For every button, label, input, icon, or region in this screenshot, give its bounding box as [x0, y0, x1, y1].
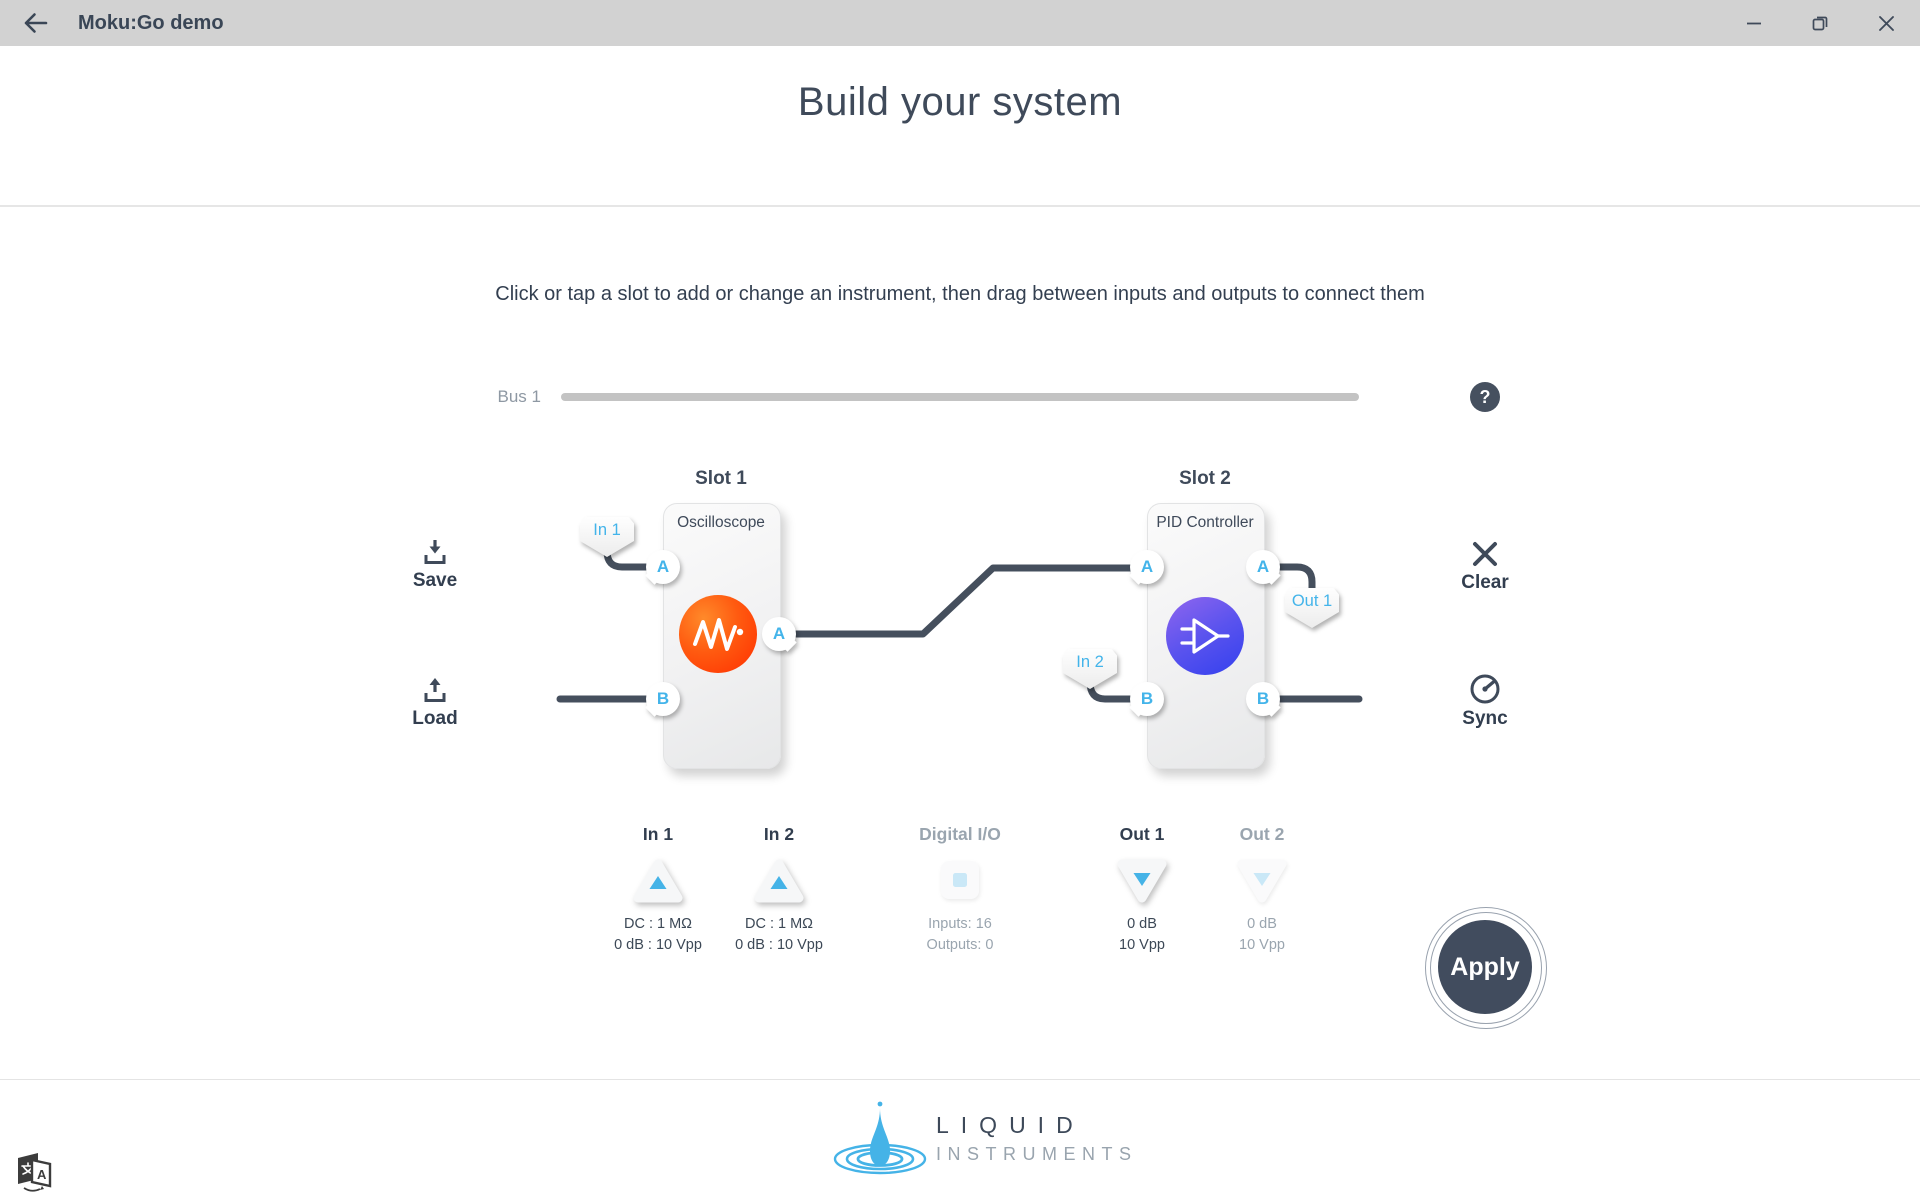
translate-icon: A [18, 1153, 52, 1192]
sync-button[interactable]: Sync [1420, 672, 1550, 730]
save-button[interactable]: Save [370, 536, 500, 592]
slot1-input-b-port[interactable]: B [646, 682, 680, 716]
apply-label: Apply [1450, 952, 1520, 981]
help-button[interactable]: ? [1470, 382, 1500, 412]
slot2-input-a-port[interactable]: A [1130, 550, 1164, 584]
out1-badge[interactable]: Out 1 [1285, 588, 1339, 628]
io-out2[interactable]: Out 2 0 dB 10 Vpp [1197, 824, 1327, 956]
svg-text:A: A [37, 1167, 47, 1182]
port-letter: B [656, 689, 670, 708]
port-letter: A [772, 624, 786, 643]
restore-button[interactable] [1792, 0, 1848, 46]
io-in1[interactable]: In 1 DC : 1 MΩ 0 dB : 10 Vpp [614, 824, 702, 953]
load-icon [424, 678, 446, 702]
apply-ring [1430, 912, 1542, 1024]
in2-badge[interactable]: In 2 [1063, 649, 1117, 689]
apply-button[interactable]: Apply [1425, 907, 1547, 1029]
slot1-output-a-port[interactable]: A [762, 617, 796, 651]
window-title: Moku:Go demo [78, 11, 224, 34]
bus-bar [561, 393, 1359, 401]
restore-icon [1812, 16, 1828, 31]
slot1-instrument-label: Oscilloscope [677, 514, 765, 531]
input-triangle-icon [633, 859, 683, 903]
bus-label: Bus 1 [497, 387, 541, 406]
slot2-input-b-port[interactable]: B [1130, 682, 1164, 716]
pid-controller-icon [1166, 597, 1244, 675]
port-letter: A [656, 557, 670, 576]
in1-badge[interactable]: In 1 [580, 517, 634, 557]
language-button[interactable]: A [8, 1146, 58, 1196]
help-icon: ? [1479, 386, 1491, 407]
clear-button[interactable]: Clear [1420, 538, 1550, 594]
titlebar: Moku:Go demo [0, 0, 1920, 46]
header-divider [0, 205, 1920, 207]
badge-label: Out 1 [1291, 592, 1333, 610]
port-letter: A [1140, 557, 1154, 576]
io-out1[interactable]: Out 1 0 dB 10 Vpp [1077, 824, 1207, 956]
port-letter: B [1256, 689, 1270, 708]
badge-label: In 2 [1076, 653, 1104, 671]
digital-io-square-icon [941, 861, 979, 899]
load-button[interactable]: Load [370, 674, 500, 730]
back-button[interactable] [18, 8, 54, 38]
slot2-output-b-port[interactable]: B [1246, 682, 1280, 716]
sync-icon [1470, 674, 1500, 704]
port-letter: A [1256, 557, 1270, 576]
minimize-button[interactable] [1726, 0, 1782, 46]
save-icon [424, 540, 446, 564]
clear-icon [1473, 542, 1497, 566]
io-in2[interactable]: In 2 DC : 1 MΩ 0 dB : 10 Vpp [735, 824, 823, 953]
close-button[interactable] [1858, 0, 1914, 46]
back-arrow-icon [24, 13, 48, 33]
close-icon [1878, 15, 1894, 31]
slot2-instrument-label: PID Controller [1156, 514, 1254, 531]
brand-name: LIQUID [936, 1112, 1085, 1138]
slot1-title: Slot 1 [695, 468, 747, 489]
footer-divider [0, 1079, 1920, 1080]
oscilloscope-icon [679, 595, 757, 673]
page-title: Build your system [797, 80, 1123, 124]
slot1-input-a-port[interactable]: A [646, 550, 680, 584]
wire-slot1a-to-slot2a [789, 564, 1142, 638]
io-digital[interactable]: Digital I/O Inputs: 16 Outputs: 0 [919, 824, 1001, 953]
minimize-icon [1747, 22, 1761, 25]
input-triangle-icon [754, 859, 804, 903]
slot2-output-a-port[interactable]: A [1246, 550, 1280, 584]
slot2-title: Slot 2 [1179, 468, 1231, 489]
instruction-text: Click or tap a slot to add or change an … [495, 283, 1425, 305]
liquid-instruments-droplet-logo [832, 1100, 928, 1183]
badge-label: In 1 [593, 521, 621, 539]
output-triangle-icon [1117, 859, 1167, 903]
brand-subname: INSTRUMENTS [936, 1144, 1138, 1164]
port-letter: B [1140, 689, 1154, 708]
output-triangle-icon [1237, 859, 1287, 903]
